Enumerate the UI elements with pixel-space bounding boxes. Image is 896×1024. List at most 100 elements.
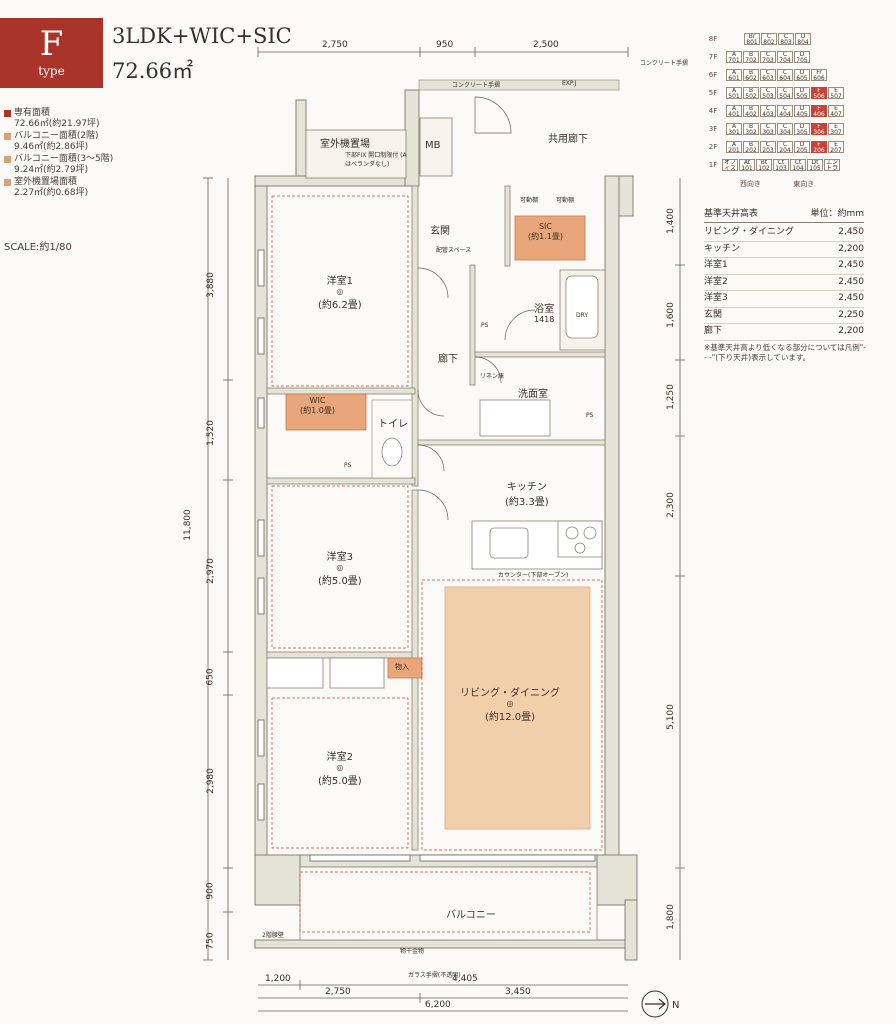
floor-key-unit: エントランス: [824, 159, 840, 171]
area-legend-item: バルコニー面積(2階)9.46㎡(約2.86坪): [4, 131, 134, 153]
ceiling-table-title: 基準天井高表: [704, 209, 759, 219]
layout-title: 3LDK+WIC+SIC: [112, 24, 292, 48]
floor-key-unit: C 603: [760, 69, 776, 81]
room-entrance: 玄関: [430, 226, 450, 237]
ceiling-room: 洋室3: [704, 293, 728, 303]
dim-right-6: 1,800: [665, 904, 676, 930]
balcony-area: [299, 866, 598, 941]
burner-1: [565, 526, 579, 540]
room-western3: 洋室3◎(約5.0畳): [318, 552, 362, 587]
floor-key-unit: C 703: [760, 51, 776, 63]
legend-swatch: [4, 156, 11, 163]
floor-key-unit: C 503: [760, 87, 776, 99]
type-letter: F: [39, 24, 64, 64]
floor-key-unit: B 602: [743, 69, 759, 81]
ceiling-room: 洋室1: [704, 260, 728, 270]
dim-bottom-4: 3,450: [505, 987, 531, 997]
floor-key-unit: E 307: [828, 123, 844, 135]
dim-bottom-5: 6,200: [425, 1000, 451, 1010]
floor-key-unit: C 404: [777, 105, 793, 117]
floor-key-unit: B 702: [743, 51, 759, 63]
compass-icon: [641, 990, 669, 1018]
floor-key-unit: E 407: [828, 105, 844, 117]
floor-key-unit: A 601: [726, 69, 742, 81]
floor-key-unit: E 207: [828, 141, 844, 153]
corridor-strip: [418, 79, 620, 91]
floor-key-footer: 西向き 東向き: [740, 179, 844, 189]
floor-key-unit: C 403: [760, 105, 776, 117]
dim-right-5: 5,100: [665, 704, 676, 730]
scale-label: SCALE:約1/80: [4, 242, 72, 253]
floor-key-floor: 6F: [708, 71, 718, 79]
dim-left-6: 900: [205, 882, 216, 900]
legend-swatch: [4, 179, 11, 186]
ps-label-3: PS: [586, 412, 594, 419]
room-toilet: トイレ: [378, 419, 408, 430]
dim-bottom-1: 1,200: [265, 974, 291, 984]
drying-label: 物干金物: [400, 948, 425, 955]
floor-key-unit: Br 801: [744, 33, 760, 45]
ceiling-value: 2,250: [838, 309, 864, 320]
floor-key-unit: D 505: [794, 87, 810, 99]
floor-key-unit: A 701: [726, 51, 742, 63]
room-western2: 洋室2◎(約5.0畳): [318, 752, 362, 787]
room-living: リビング・ダイニング◎(約12.0畳): [460, 688, 560, 723]
floor-key-unit: F 206: [811, 141, 827, 153]
floor-key-floor: 7F: [708, 53, 718, 61]
stove: [557, 520, 603, 558]
second-floor-railing-label: 2階腰壁: [262, 932, 284, 939]
ceiling-value: 2,200: [838, 243, 864, 254]
dim-bottom-3: 2,750: [325, 987, 351, 997]
dim-right-4: 2,300: [665, 492, 676, 518]
legend-value: 2.27㎡(約0.68坪): [14, 188, 89, 198]
dim-left-5: 2,980: [205, 768, 216, 794]
floor-key-unit: Ct 104: [790, 159, 806, 171]
legend-label: 専有面積: [14, 108, 51, 118]
legend-swatch: [4, 110, 11, 117]
dim-left-total: 11,800: [182, 509, 193, 541]
sic-highlight: [514, 215, 586, 261]
mb-room: [419, 117, 453, 177]
kitchen-sink: [489, 527, 529, 559]
floor-key-unit: F 506: [811, 87, 827, 99]
dim-left-4: 650: [205, 668, 216, 686]
type-sub: type: [38, 64, 65, 78]
lowered-ceiling-lines: [271, 195, 603, 933]
floor-key-unit: At 101: [739, 159, 755, 171]
wic-highlight: [285, 393, 367, 431]
linen-label: リネン庫: [480, 373, 505, 380]
floor-key-unit: C 203: [760, 141, 776, 153]
wash-basin: [479, 399, 551, 437]
floor-key-unit: F 306: [811, 123, 827, 135]
ceiling-room: リビング・ダイニング: [704, 227, 795, 237]
floor-key-unit: Bt 102: [756, 159, 772, 171]
ceiling-row: 洋室1 2,450: [704, 258, 864, 275]
room-kitchen: キッチン(約3.3畳): [505, 482, 549, 508]
handrail-fix-label: 下部FIX 開口制限付 (Aはベランダなし): [345, 152, 407, 168]
room-balcony: バルコニー: [446, 910, 496, 921]
ceiling-room: 洋室2: [704, 276, 728, 287]
ceiling-table-header: 基準天井高表 単位：約mm: [704, 206, 864, 223]
pipe-space-label: 配管スペース: [436, 247, 472, 254]
ceiling-value: 2,450: [838, 276, 864, 287]
facing-east-label: 東向き: [793, 180, 815, 188]
ceiling-value: 2,450: [838, 293, 864, 303]
dim-left-1: 3,880: [205, 272, 216, 298]
dim-right-3: 1,250: [665, 384, 676, 410]
burner-2: [583, 526, 597, 540]
counter-label: カウンター(下部オープン): [498, 572, 569, 579]
concrete-rail-top-label: コンクリート手摺: [640, 60, 689, 67]
floor-key-unit: B 202: [743, 141, 759, 153]
ceiling-note: ※基準天井高より低くなる部分については凡例"- - -"(下り天井)表示していま…: [704, 343, 866, 362]
floor-key-unit: Dt 105: [807, 159, 823, 171]
ceiling-value: 2,450: [838, 260, 864, 270]
floor-key-floor: 5F: [708, 89, 718, 97]
floor-key-unit: E 507: [828, 87, 844, 99]
floor-key-unit: D 804: [795, 33, 811, 45]
legend-label: バルコニー面積(2階): [14, 131, 99, 141]
